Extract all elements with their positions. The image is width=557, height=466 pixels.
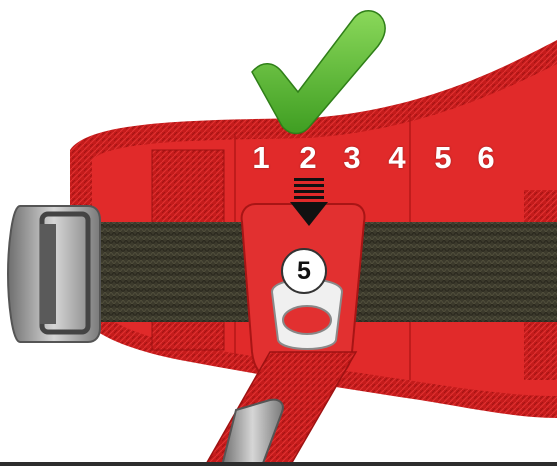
buckle-left [8,206,100,342]
position-label-5: 5 [428,140,458,176]
badge-number: 5 [286,253,322,289]
position-label-2: 2 [293,140,323,176]
webbing-strap-right [335,222,557,322]
bottom-divider [0,462,557,466]
position-label-3: 3 [337,140,367,176]
position-label-4: 4 [382,140,412,176]
position-label-6: 6 [471,140,501,176]
position-label-1: 1 [246,140,276,176]
